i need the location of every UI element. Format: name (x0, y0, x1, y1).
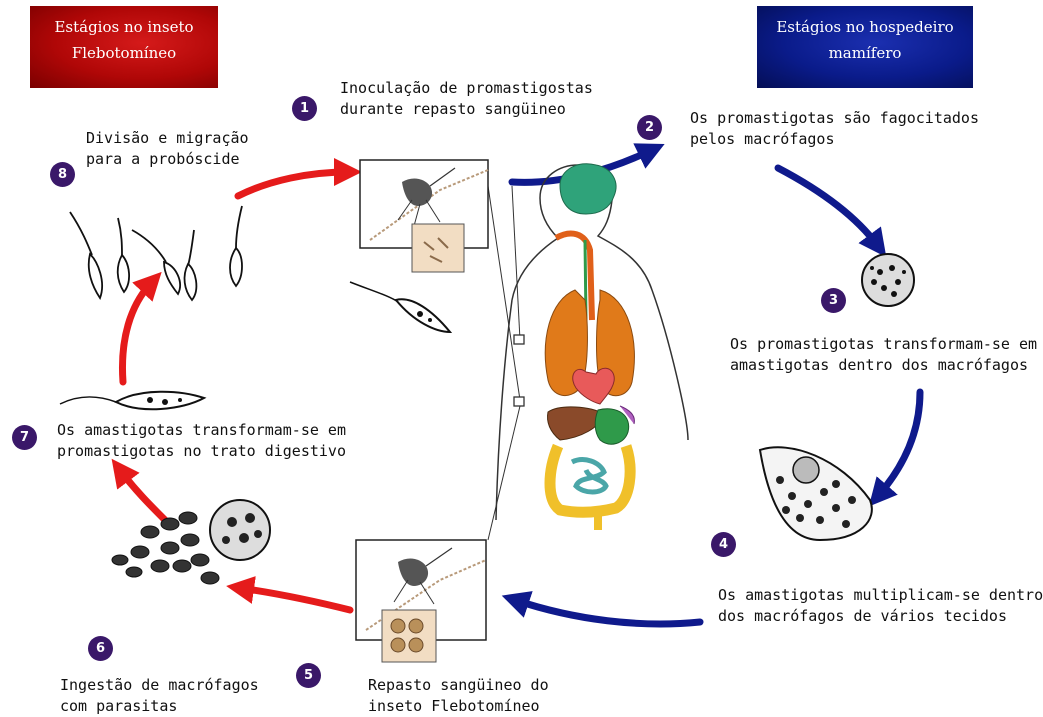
step-2-badge: 2 (637, 115, 662, 140)
step-1-label: Inoculação de promastigostas durante rep… (340, 78, 593, 120)
step-2-line2: pelos macrófagos (690, 129, 979, 150)
step-3-line1: Os promastigotas transformam-se em (730, 334, 1037, 355)
step-4-line2: dos macrófagos de vários tecidos (718, 606, 1043, 627)
step-1-line1: Inoculação de promastigostas (340, 78, 593, 99)
step-6-label: Ingestão de macrófagos com parasitas (60, 675, 259, 717)
step-2-label: Os promastigotas são fagocitados pelos m… (690, 108, 979, 150)
step-3-label: Os promastigotas transformam-se em amast… (730, 334, 1037, 376)
step-6-line1: Ingestão de macrófagos (60, 675, 259, 696)
promastigote-stage-1 (350, 282, 450, 332)
step-7-line2: promastigotas no trato digestivo (57, 441, 346, 462)
step-8-label: Divisão e migração para a probóscide (86, 128, 249, 170)
arrow-8-to-1 (238, 172, 348, 196)
step-8-line2: para a probóscide (86, 149, 249, 170)
heart (573, 368, 615, 404)
human-body (488, 164, 688, 540)
step-3-badge: 3 (821, 288, 846, 313)
step-1-badge: 1 (292, 96, 317, 121)
arrow-4-to-5 (515, 600, 700, 624)
arrow-2-to-3 (778, 168, 878, 246)
step-4-line1: Os amastigotas multiplicam-se dentro (718, 585, 1043, 606)
small-intestine (572, 460, 606, 492)
arrow-5-to-6 (240, 588, 350, 610)
arrow-7-to-8 (122, 282, 152, 382)
promastigotes-stage-8 (70, 206, 242, 300)
step-5-badge: 5 (296, 663, 321, 688)
step-1-line2: durante repasto sangüineo (340, 99, 593, 120)
step-2-line1: Os promastigotas são fagocitados (690, 108, 979, 129)
arrow-3-to-4 (878, 392, 920, 496)
stomach (595, 409, 628, 444)
step-5-line2: inseto Flebotomíneo (368, 696, 549, 717)
macrophage-stage-4 (760, 447, 872, 540)
step-5-line1: Repasto sangüineo do (368, 675, 549, 696)
step-3-line2: amastigotas dentro dos macrófagos (730, 355, 1037, 376)
step-7-label: Os amastigotas transformam-se em promast… (57, 420, 346, 462)
sandfly-bite-panel-top (360, 160, 488, 272)
step-6-line2: com parasitas (60, 696, 259, 717)
macrophage-stage-3 (862, 254, 914, 306)
step-7-line1: Os amastigotas transformam-se em (57, 420, 346, 441)
step-6-badge: 6 (88, 636, 113, 661)
brain (560, 164, 616, 214)
promastigote-stage-7 (60, 392, 204, 410)
ingested-macrophages-stage-6 (112, 500, 270, 584)
step-4-label: Os amastigotas multiplicam-se dentro dos… (718, 585, 1043, 627)
step-8-line1: Divisão e migração (86, 128, 249, 149)
step-5-label: Repasto sangüineo do inseto Flebotomíneo (368, 675, 549, 717)
step-4-badge: 4 (711, 532, 736, 557)
sandfly-bite-panel-bottom (356, 540, 486, 662)
step-7-badge: 7 (12, 425, 37, 450)
step-8-badge: 8 (50, 162, 75, 187)
arrow-6-to-7 (120, 470, 165, 520)
